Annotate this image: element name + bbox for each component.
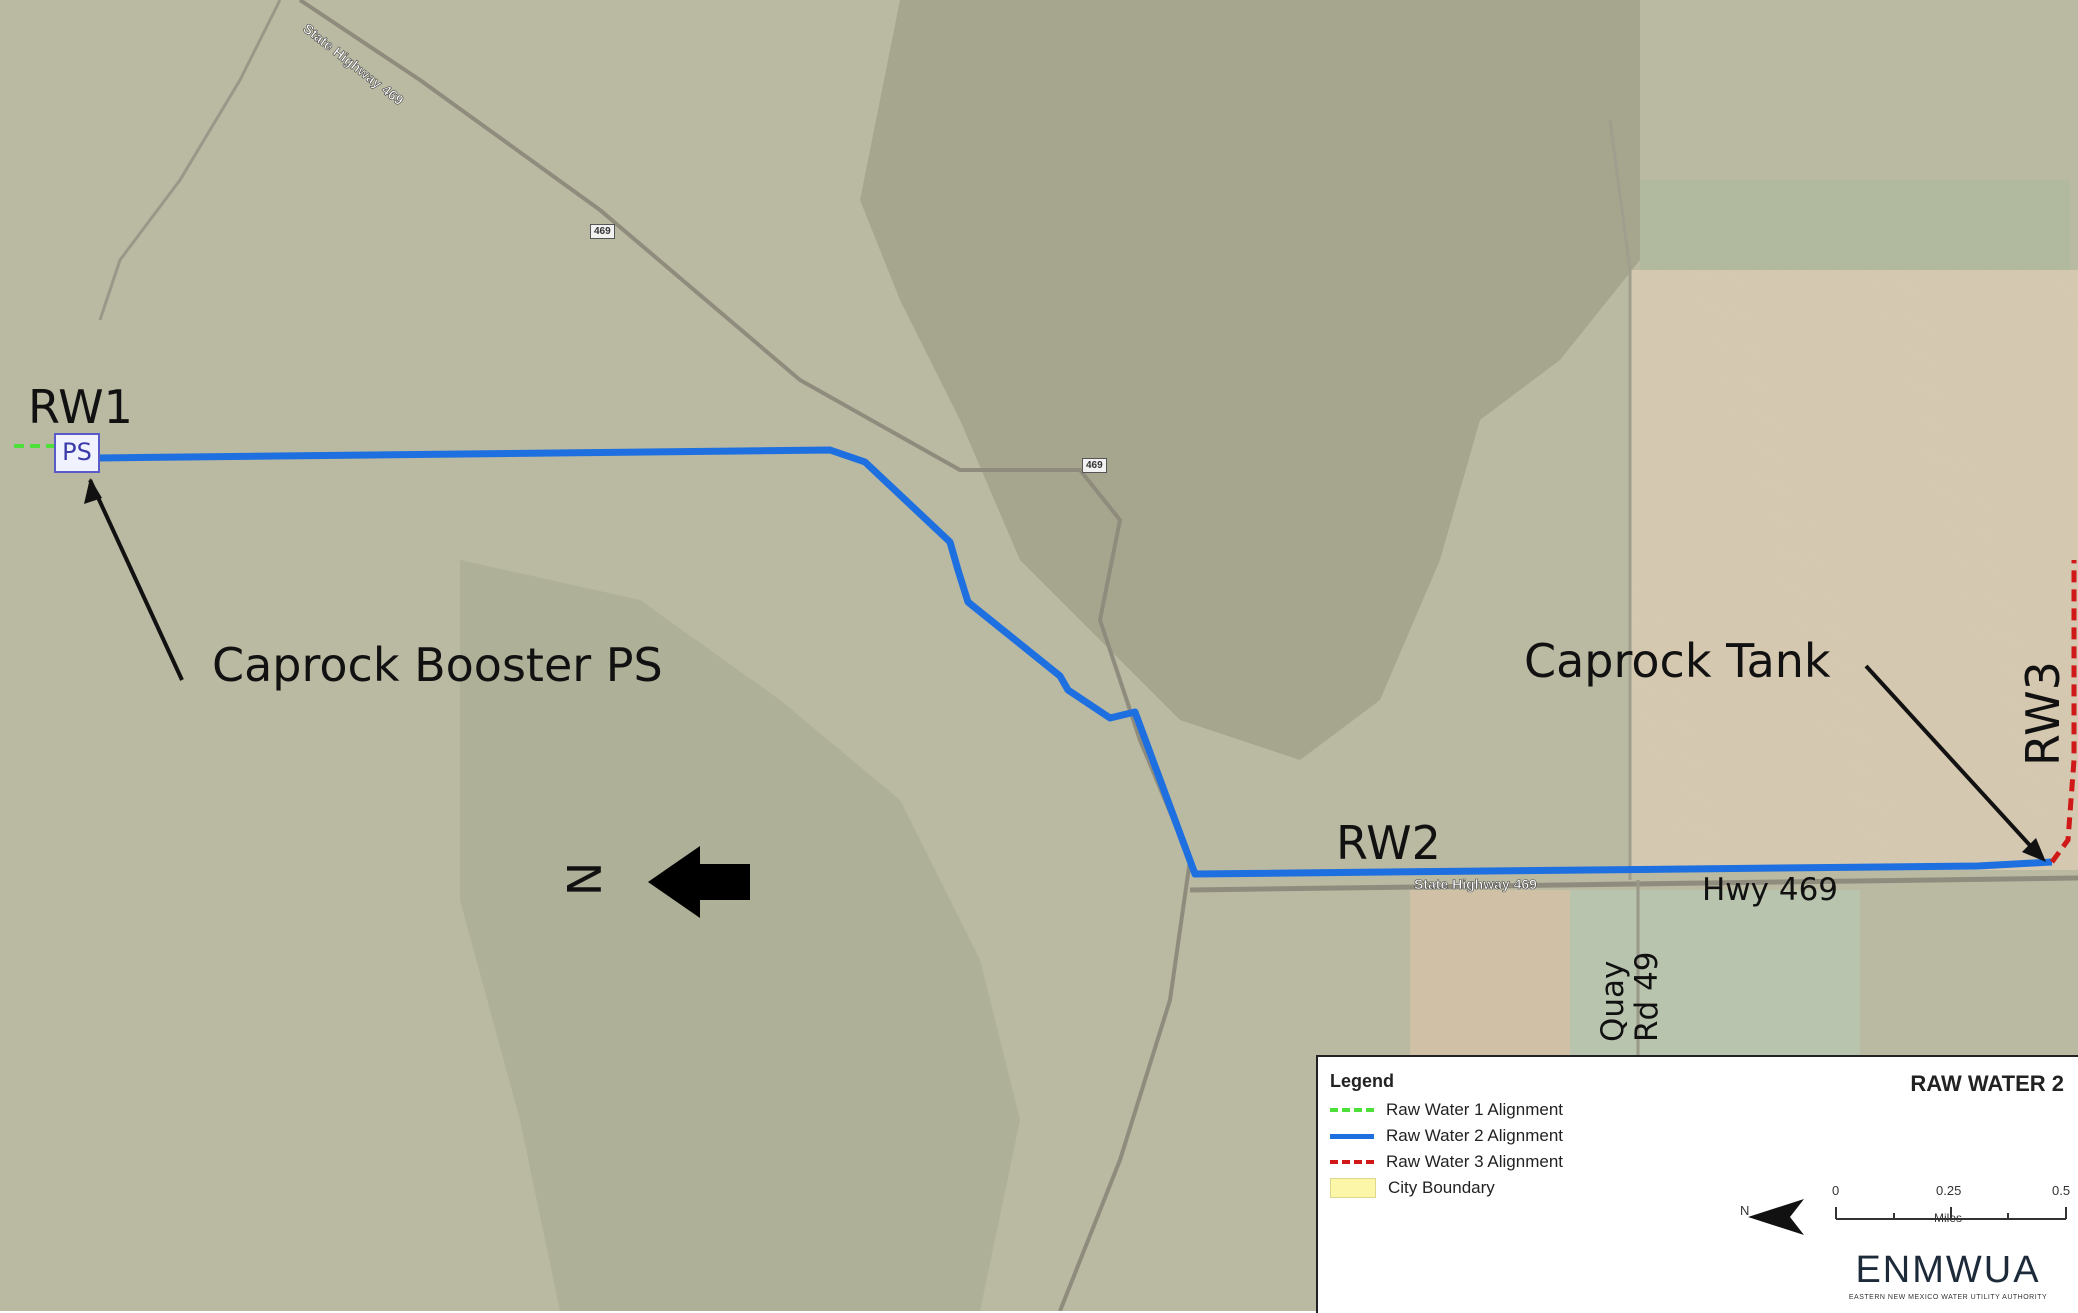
highway-469-road — [298, 0, 1193, 1311]
north-arrow — [648, 846, 750, 918]
hwy-469-label: Hwy 469 — [1702, 872, 1839, 908]
map-title: RAW WATER 2 — [1910, 1071, 2064, 1096]
legend-title: Legend — [1330, 1071, 1395, 1091]
legend-item-rw3: Raw Water 3 Alignment — [1330, 1151, 1563, 1173]
legend-swatch-rw3 — [1330, 1160, 1374, 1164]
rw1-label: RW1 — [28, 380, 133, 434]
rw2-label: RW2 — [1336, 816, 1441, 870]
legend-swatch-rw2 — [1330, 1133, 1374, 1139]
rw3-label: RW3 — [2016, 661, 2070, 766]
caprock-tank-label: Caprock Tank — [1524, 634, 1831, 688]
org-name: ENMWUA — [1855, 1249, 2041, 1291]
org-subtitle: EASTERN NEW MEXICO WATER UTILITY AUTHORI… — [1848, 1294, 2048, 1301]
field-top — [1640, 180, 2070, 270]
legend-item-city-boundary: City Boundary — [1330, 1177, 1495, 1199]
scale-north-label: N — [1740, 1203, 1750, 1218]
legend-swatch-city-boundary — [1330, 1178, 1376, 1198]
rw2-alignment — [97, 446, 2053, 878]
route-shield-469: 469 — [590, 224, 615, 239]
org-logo: ENMWUA EASTERN NEW MEXICO WATER UTILITY … — [1828, 1249, 2068, 1301]
scale-label-05: 0.5 — [2052, 1183, 2071, 1198]
legend-swatch-rw1 — [1330, 1108, 1374, 1112]
scale-label-025: 0.25 — [1936, 1183, 1962, 1198]
canyon-terrain — [860, 0, 1640, 760]
quay-rd-49-label: Quay Rd 49 — [1595, 951, 1665, 1042]
tank-leader-line — [1864, 664, 2038, 854]
route-shield-469-2: 469 — [1082, 458, 1107, 473]
scale-north-arrow-icon — [1748, 1199, 1804, 1235]
field-green — [1570, 890, 1860, 1060]
legend-item-rw2: Raw Water 2 Alignment — [1330, 1125, 1563, 1147]
farm-field-furrows — [1630, 270, 2078, 870]
legend-label-rw1: Raw Water 1 Alignment — [1386, 1100, 1563, 1119]
legend-label-rw3: Raw Water 3 Alignment — [1386, 1152, 1563, 1171]
state-highway-469-road — [1189, 875, 2078, 893]
scale-bar — [1748, 1199, 2067, 1235]
local-road — [98, 0, 282, 321]
tank-leader-arrowhead — [2022, 838, 2046, 862]
pump-station-symbol: PS — [54, 433, 100, 473]
legend-label-city-boundary: City Boundary — [1388, 1178, 1495, 1197]
rw3-alignment — [2049, 560, 2077, 864]
rugged-terrain — [460, 560, 1020, 1311]
scale-unit-label: Miles — [1934, 1211, 1963, 1225]
booster-leader-arrowhead — [84, 478, 102, 504]
north-marker-label: N — [556, 861, 611, 897]
state-highway-469-road-label: State Highway 469 — [1414, 876, 1538, 893]
booster-leader-line — [88, 479, 184, 681]
legend-panel: Legend Raw Water 1 Alignment Raw Water 2… — [1316, 1055, 2078, 1313]
legend-item-rw1: Raw Water 1 Alignment — [1330, 1099, 1563, 1121]
caprock-booster-label: Caprock Booster PS — [212, 638, 663, 692]
legend-label-rw2: Raw Water 2 Alignment — [1386, 1126, 1563, 1145]
farm-road — [1608, 119, 1632, 880]
scale-label-0: 0 — [1832, 1183, 1840, 1198]
